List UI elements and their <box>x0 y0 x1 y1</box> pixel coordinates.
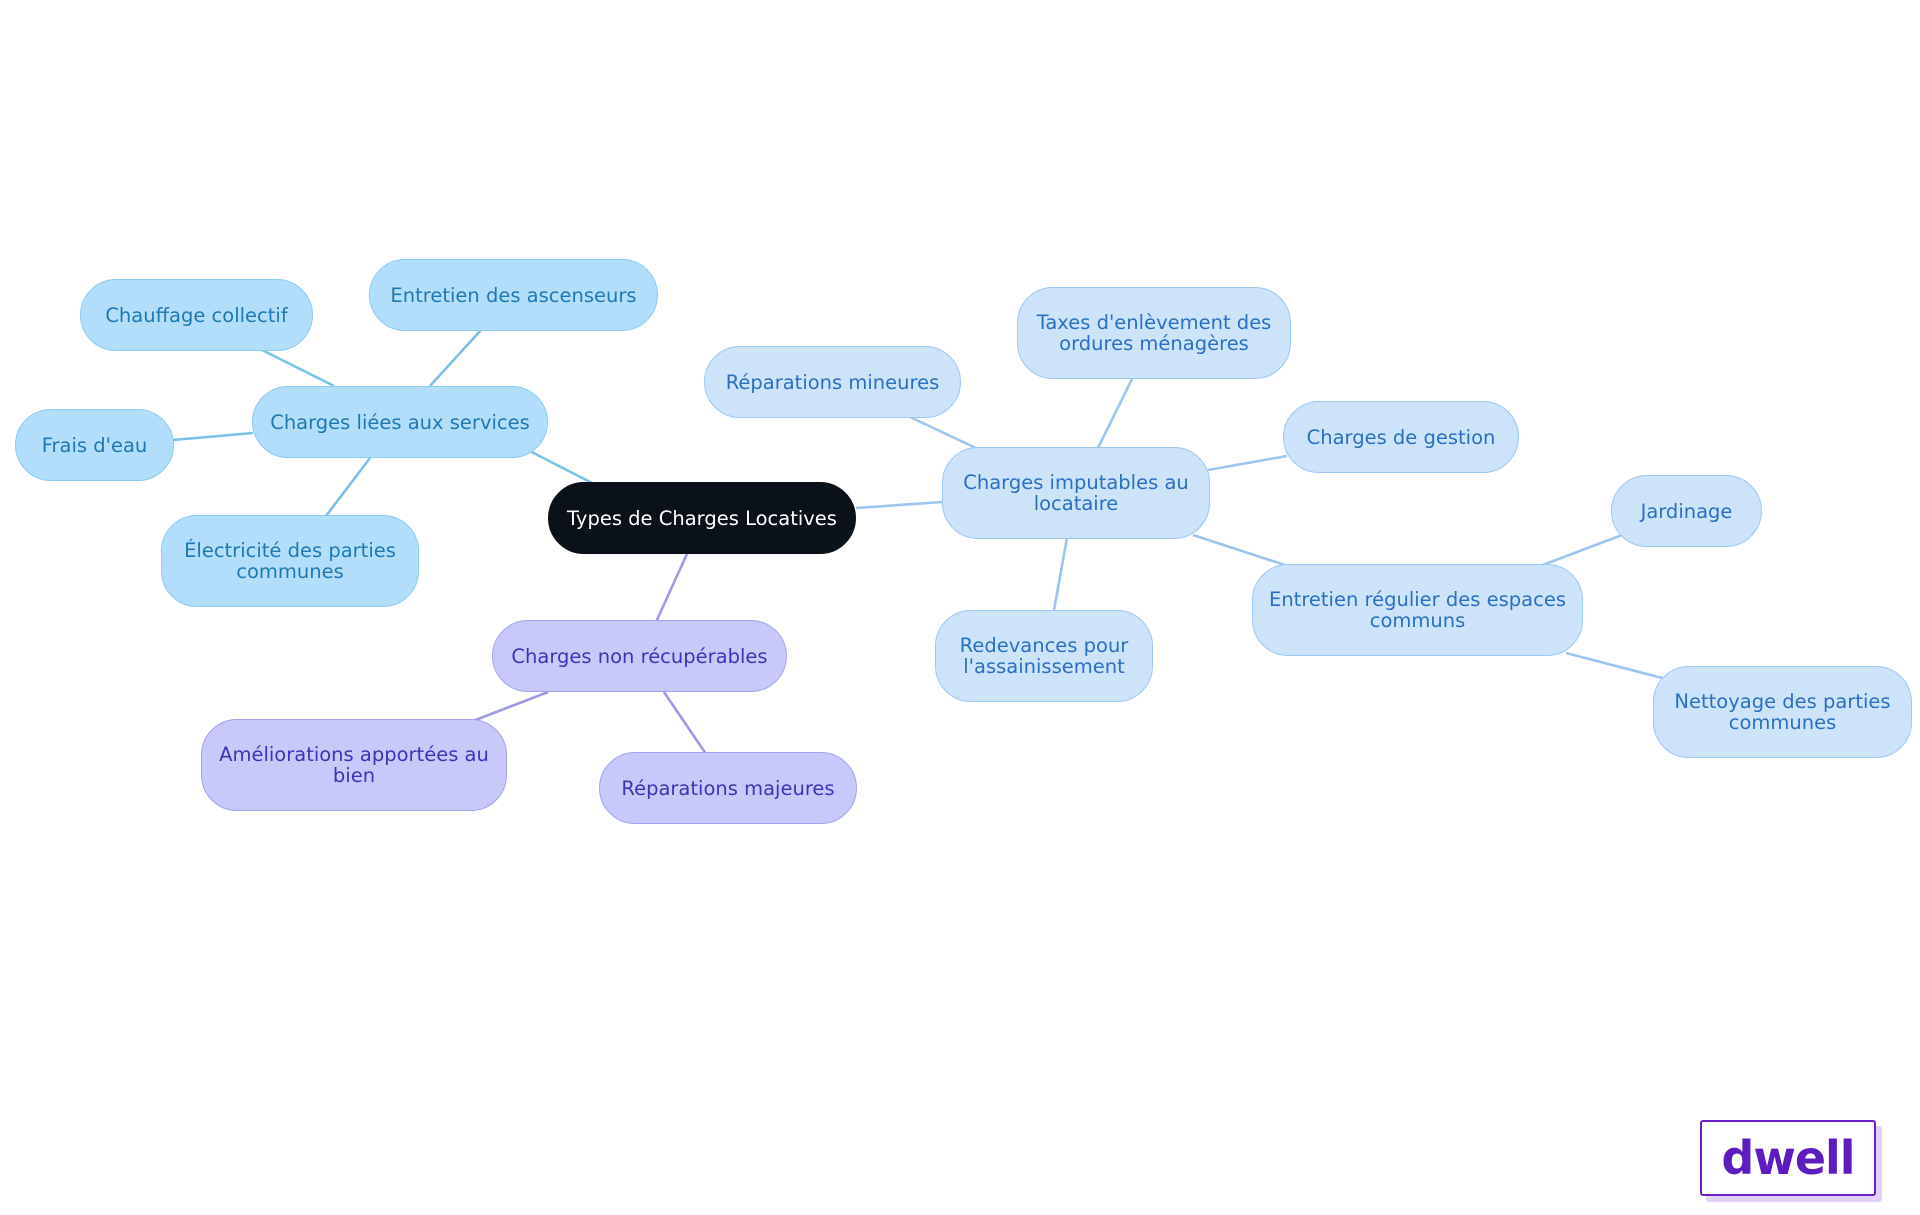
root-node[interactable]: Types de Charges Locatives <box>548 482 856 554</box>
edge-services-chauffage <box>261 348 335 388</box>
node-nettoyage-parties-communes[interactable]: Nettoyage des parties communes <box>1653 666 1912 758</box>
edge-root-nonrecup <box>654 553 689 623</box>
edge-espaces-jardinage <box>1539 533 1623 568</box>
node-reparations-mineures[interactable]: Réparations mineures <box>704 346 961 418</box>
node-chauffage-collectif[interactable]: Chauffage collectif <box>80 279 313 351</box>
node-entretien-espaces-communs[interactable]: Entretien régulier des espaces communs <box>1252 564 1583 656</box>
edge-locataire-reparations <box>909 415 979 451</box>
edge-locataire-taxes <box>1096 378 1134 449</box>
node-redevances-assainissement[interactable]: Redevances pour l'assainissement <box>935 610 1153 702</box>
node-electricite-parties-communes[interactable]: Électricité des parties communes <box>161 515 419 607</box>
node-ameliorations-bien[interactable]: Améliorations apportées au bien <box>201 719 507 811</box>
node-charges-services[interactable]: Charges liées aux services <box>252 386 548 458</box>
edge-nonrecup-majeures <box>662 691 708 755</box>
edge-locataire-redevances <box>1052 537 1069 611</box>
node-jardinage[interactable]: Jardinage <box>1611 475 1762 547</box>
edge-locataire-gestion <box>1207 454 1288 472</box>
edge-espaces-nettoyage <box>1565 651 1667 681</box>
edge-services-ascenseurs <box>429 329 482 387</box>
node-charges-non-recuperables[interactable]: Charges non récupérables <box>492 620 787 692</box>
edge-nonrecup-ameliorations <box>472 690 549 723</box>
node-entretien-ascenseurs[interactable]: Entretien des ascenseurs <box>369 259 658 331</box>
edge-services-eau <box>172 431 254 442</box>
edge-root-locataire <box>855 500 944 510</box>
dwell-logo: dwell <box>1700 1120 1876 1196</box>
edge-locataire-espaces <box>1192 533 1289 568</box>
node-reparations-majeures[interactable]: Réparations majeures <box>599 752 857 824</box>
node-charges-gestion[interactable]: Charges de gestion <box>1283 401 1519 473</box>
node-charges-imputables[interactable]: Charges imputables au locataire <box>942 447 1210 539</box>
edge-services-electricite <box>324 457 372 517</box>
node-taxes-ordures[interactable]: Taxes d'enlèvement des ordures ménagères <box>1017 287 1291 379</box>
node-frais-eau[interactable]: Frais d'eau <box>15 409 174 481</box>
